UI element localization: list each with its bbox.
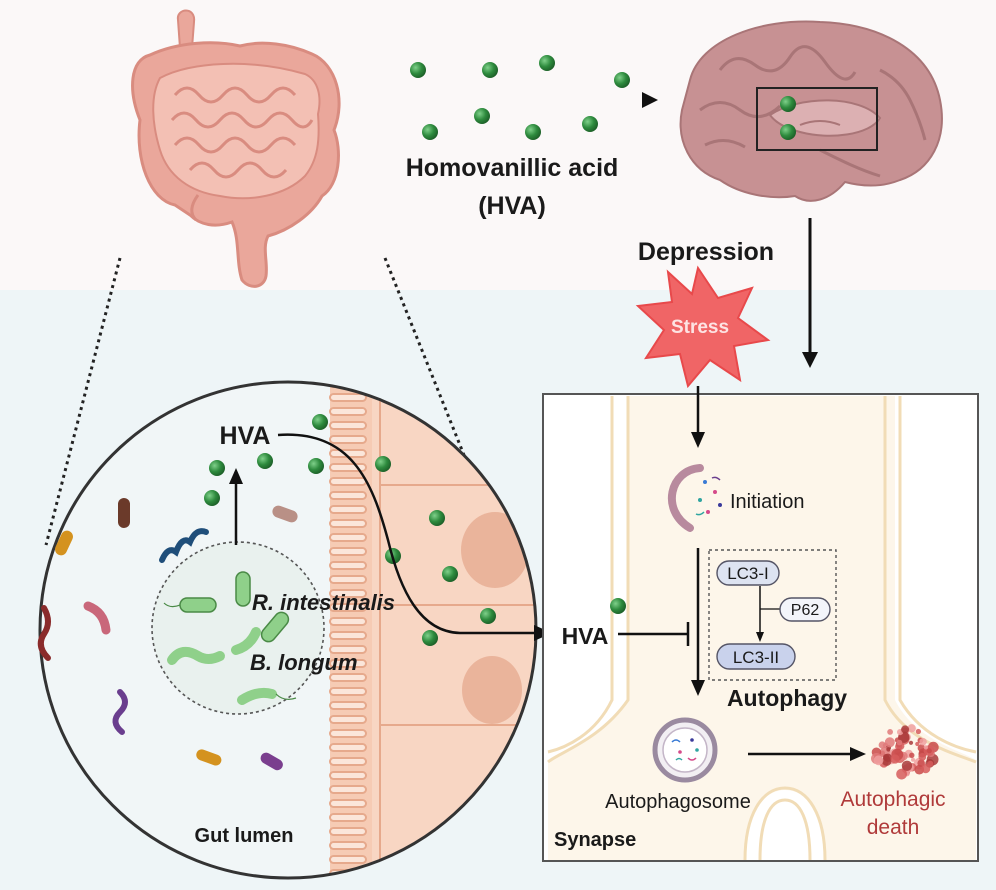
autophagosome-icon: [652, 717, 718, 783]
producing-bacteria-group: [151, 541, 325, 715]
lc3-conversion-box: [708, 549, 837, 681]
hva-full-name-line1: Homovanillic acid: [406, 154, 619, 182]
production-arrowhead: [229, 468, 243, 484]
depression-label: Depression: [638, 238, 774, 266]
gut-to-brain-arrowhead: [642, 92, 658, 108]
other-bacteria: [37, 498, 298, 771]
brain-to-synapse-arrowhead: [802, 352, 818, 368]
p62-badge: [779, 597, 831, 622]
stress-arrowhead: [691, 432, 705, 448]
lc3-ii-label: LC3-II: [733, 648, 779, 667]
lc3-conversion-arrowhead: [756, 632, 764, 642]
lc3-ii-badge: [716, 643, 796, 670]
hva-molecule-brain-1: [780, 96, 796, 112]
r-intestinalis-label: R. intestinalis: [252, 590, 395, 615]
b-longum-label: B. longum: [250, 650, 358, 675]
death-arrowhead: [850, 747, 866, 761]
autophagic-death-label-line2: death: [867, 816, 920, 839]
initiation-label: Initiation: [730, 491, 805, 513]
autophagy-label: Autophagy: [727, 685, 847, 711]
autophagosome-label: Autophagosome: [605, 791, 751, 813]
brain-highlight-box: [756, 87, 878, 151]
brain-icon: [679, 20, 943, 202]
synapse-label: Synapse: [554, 829, 636, 851]
hva-full-name-line2: (HVA): [478, 192, 546, 220]
hva-molecules-top: [410, 55, 630, 140]
autophagy-arrowhead: [691, 680, 705, 696]
autophagic-death-label-line1: Autophagic: [840, 788, 945, 811]
autophagic-death-icon: [871, 724, 939, 780]
phagophore-icon: [668, 464, 722, 532]
bacteria-icon: [163, 571, 297, 705]
lc3-i-badge: [716, 560, 780, 586]
stress-star-icon: [635, 265, 771, 389]
hva-synapse-label: HVA: [562, 623, 609, 649]
stress-label: Stress: [671, 317, 729, 338]
p62-label: P62: [791, 602, 820, 619]
hva-molecule-synapse: [610, 598, 626, 614]
hva-absorption-curve: [277, 433, 540, 635]
lc3-i-label: LC3-I: [727, 564, 769, 583]
gut-lumen-label: Gut lumen: [195, 825, 294, 847]
hva-gut-label: HVA: [220, 422, 271, 450]
zoom-line-left: [44, 257, 122, 546]
hva-molecule-brain-2: [780, 124, 796, 140]
hva-molecules-lumen: [204, 414, 496, 646]
intestine-icon: [131, 9, 341, 288]
